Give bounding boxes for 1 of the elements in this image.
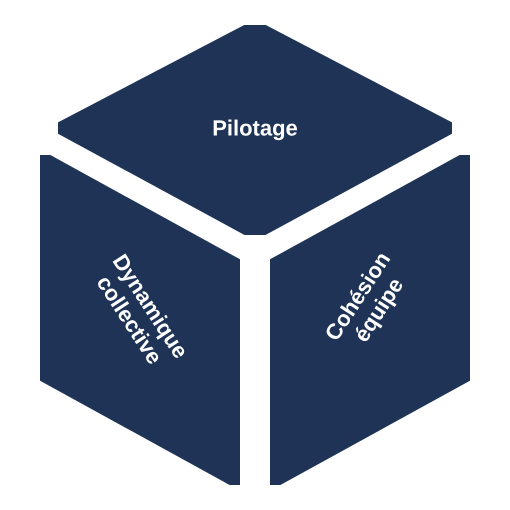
- face-label: Pilotage: [211, 116, 299, 140]
